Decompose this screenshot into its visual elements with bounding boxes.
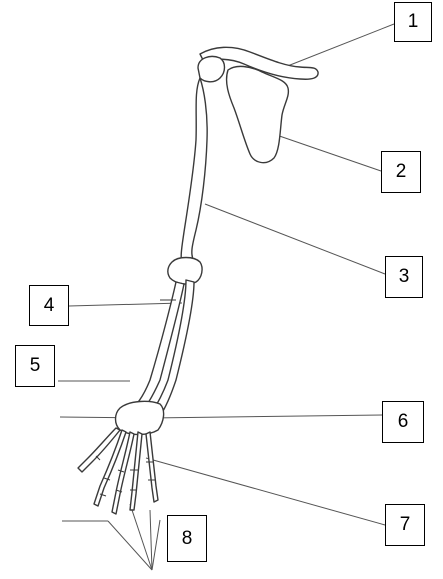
- scapula-shape: [227, 66, 289, 162]
- label-box-6: 6: [382, 401, 424, 443]
- label-box-1: 1: [394, 2, 432, 42]
- label-box-2: 2: [381, 151, 421, 193]
- elbow-shape: [168, 258, 202, 285]
- leader-line-1: [285, 24, 394, 67]
- label-box-5: 5: [15, 345, 55, 387]
- carpals-shape: [116, 401, 164, 434]
- leader-line-8b: [108, 521, 152, 570]
- leader-line-8e: [152, 520, 160, 570]
- leader-line-3: [205, 204, 385, 274]
- label-box-7: 7: [385, 504, 425, 546]
- humeral-head-shape: [198, 56, 225, 81]
- leader-line-4: [69, 303, 182, 306]
- leader-line-8d: [150, 510, 152, 570]
- leader-line-8c: [130, 504, 152, 570]
- label-box-8: 8: [167, 515, 207, 562]
- leader-line-6b: [150, 415, 382, 418]
- finger-5-shape: [146, 432, 158, 502]
- label-box-4: 4: [29, 285, 69, 326]
- label-box-3: 3: [385, 256, 423, 298]
- humerus-shape: [181, 78, 207, 266]
